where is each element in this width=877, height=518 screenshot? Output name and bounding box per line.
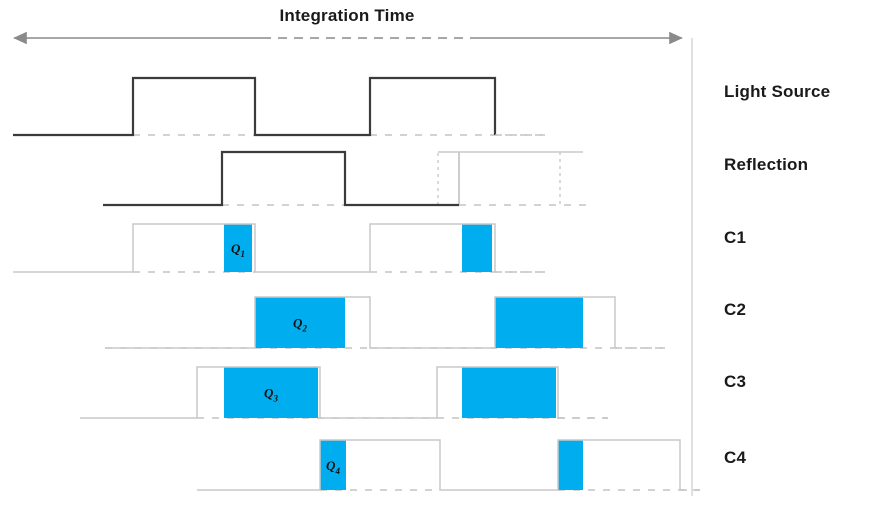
waveform-c1	[13, 223, 496, 273]
charge-fill-c2-1	[495, 297, 583, 348]
waveform-reflection	[103, 150, 459, 207]
waveform-c2	[105, 296, 616, 349]
charge-fill-c1-0	[224, 224, 252, 272]
charge-fill-c4-1	[558, 440, 583, 490]
row-label-c2: C2	[724, 300, 747, 319]
charge-fill-c3-0	[224, 367, 318, 418]
row-label-c3: C3	[724, 372, 747, 391]
charge-fill-c2-0	[255, 297, 345, 348]
waveform-c3	[80, 366, 559, 419]
charge-fill-c1-1	[462, 224, 492, 272]
charge-fill-c3-1	[462, 367, 556, 418]
row-label-c4: C4	[724, 448, 747, 467]
waveform-c4	[197, 439, 681, 491]
charge-fill-c4-0	[320, 440, 346, 490]
row-label-c1: C1	[724, 228, 747, 247]
row-label-light-source: Light Source	[724, 82, 831, 101]
page-title: Integration Time	[279, 6, 415, 25]
waveform-light-source	[13, 76, 497, 137]
row-label-reflection: Reflection	[724, 155, 809, 174]
